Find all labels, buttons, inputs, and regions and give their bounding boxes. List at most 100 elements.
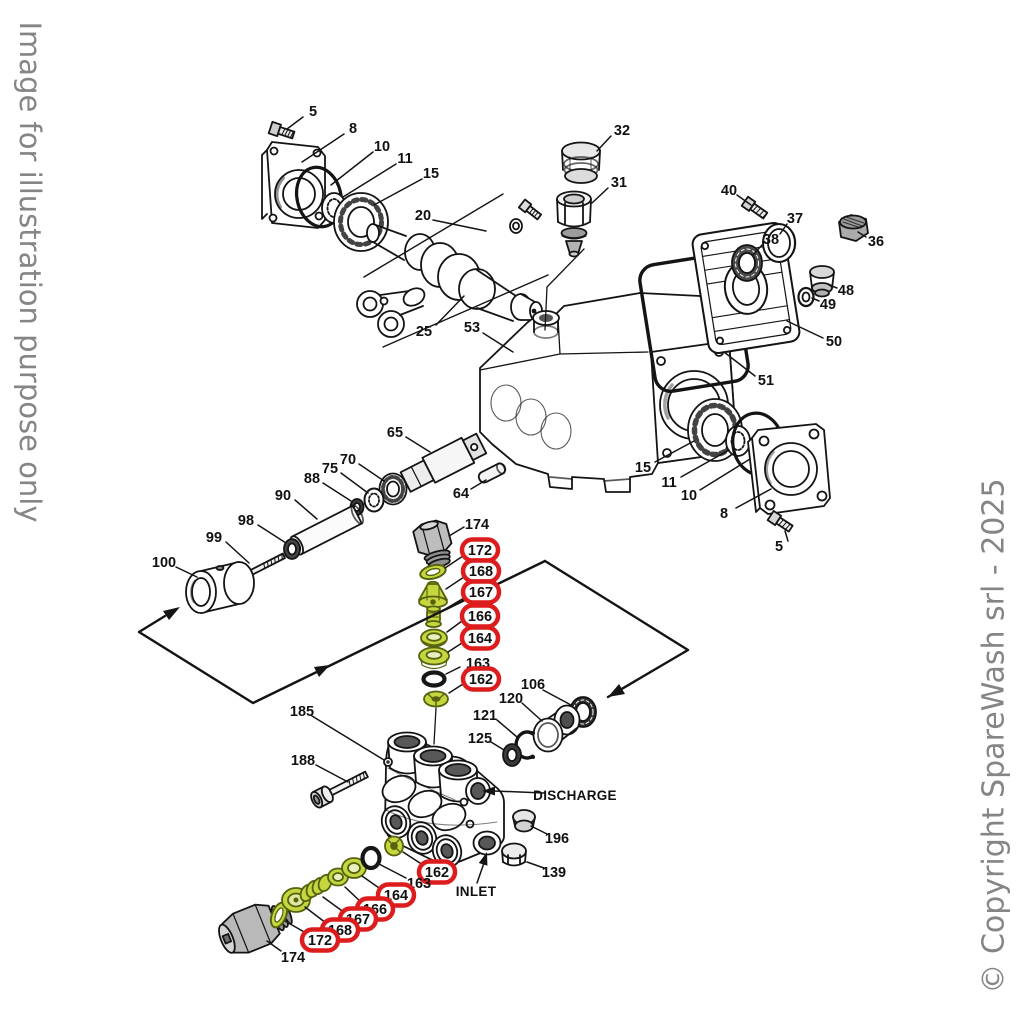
- leader-line: [723, 351, 756, 377]
- callout-172: 172: [459, 537, 501, 563]
- leader-line: [786, 320, 824, 339]
- race-11-right: [725, 425, 751, 457]
- leader-line: [441, 597, 465, 612]
- callout-50: 50: [826, 334, 842, 350]
- callout-75: 75: [322, 461, 338, 477]
- leader-line: [294, 499, 318, 520]
- leader-line: [591, 187, 609, 204]
- leader-line: [857, 231, 867, 238]
- callout-inlet: INLET: [456, 884, 497, 899]
- part-number-text: 188: [291, 753, 315, 769]
- callout-37: 37: [787, 211, 803, 227]
- bolt-5-left: [267, 120, 296, 140]
- part-number-text: 139: [542, 865, 566, 881]
- highlight-oval: [459, 625, 501, 651]
- part-number-text: 125: [468, 731, 492, 747]
- o-ring-163-top: [421, 670, 447, 688]
- leader-line: [526, 861, 545, 869]
- part-number-text: 168: [469, 564, 493, 580]
- leader-line: [373, 178, 423, 206]
- part-number-text: 37: [787, 211, 803, 227]
- leader-line: [432, 219, 487, 232]
- callout-49: 49: [820, 297, 836, 313]
- washer-162-bottom: [384, 835, 404, 857]
- part-number-text: 20: [415, 208, 431, 224]
- leader-line: [284, 920, 307, 934]
- cup-166-top: [420, 628, 448, 648]
- leader-line: [784, 530, 789, 542]
- callout-166: 166: [459, 603, 501, 629]
- part-number-text: 65: [387, 425, 403, 441]
- part-number-text: 50: [826, 334, 842, 350]
- plug-196: [512, 809, 536, 833]
- leader-line: [680, 449, 730, 478]
- callout-174: 174: [465, 517, 489, 533]
- leader-line: [521, 702, 543, 722]
- highlight-oval: [460, 579, 502, 605]
- part-number-text: 31: [611, 175, 627, 191]
- callout-5: 5: [309, 104, 317, 120]
- o-ring-172-top: [419, 563, 447, 581]
- part-number-text: DISCHARGE: [533, 788, 617, 803]
- callout-8: 8: [720, 506, 728, 522]
- part-number-text: 162: [469, 672, 493, 688]
- callout-162: 162: [460, 666, 502, 692]
- part-number-text: 8: [720, 506, 728, 522]
- crankcase: [479, 292, 738, 493]
- callout-162: 162: [416, 859, 458, 885]
- callout-172: 172: [299, 927, 341, 953]
- callout-15: 15: [635, 460, 651, 476]
- washer-98: [283, 538, 301, 560]
- callout-100: 100: [152, 555, 176, 571]
- highlight-oval: [460, 666, 502, 692]
- part-number-text: 75: [322, 461, 338, 477]
- callout-20: 20: [415, 208, 431, 224]
- leader-line: [445, 576, 465, 590]
- part-number-text: 5: [775, 539, 783, 555]
- callout-174: 174: [281, 950, 305, 966]
- part-number-text: 10: [681, 488, 697, 504]
- leader-line: [654, 440, 695, 463]
- bearing-flange-left: [261, 141, 326, 229]
- callout-32: 32: [614, 123, 630, 139]
- part-number-text: 185: [290, 704, 314, 720]
- part-number-text: 164: [468, 631, 492, 647]
- callout-53: 53: [464, 320, 480, 336]
- callout-25: 25: [416, 324, 432, 340]
- washer-49: [797, 286, 815, 308]
- valve-31: [556, 190, 592, 258]
- part-number-text: 121: [473, 708, 497, 724]
- leader-line: [175, 566, 198, 578]
- leader-line: [446, 620, 463, 633]
- leader-line: [493, 790, 545, 794]
- callout-139: 139: [542, 865, 566, 881]
- leader-line: [301, 133, 345, 163]
- part-number-text: 11: [397, 151, 412, 167]
- part-number-text: 88: [304, 471, 320, 487]
- callout-90: 90: [275, 488, 291, 504]
- crankshaft: [366, 223, 543, 322]
- bolt-5-right: [766, 510, 794, 533]
- part-number-text: 40: [721, 183, 737, 199]
- leader-line: [444, 555, 464, 569]
- part-number-text: 10: [374, 139, 390, 155]
- cap-139: [501, 842, 527, 867]
- leader-line: [752, 244, 763, 256]
- spring-167-bottom: [299, 873, 333, 903]
- highlight-oval: [299, 927, 341, 953]
- callout-99: 99: [206, 530, 222, 546]
- leader-line: [358, 463, 385, 482]
- callout-88: 88: [304, 471, 320, 487]
- manifold-185: [380, 731, 505, 868]
- diagram-artwork: [137, 116, 869, 954]
- callout-70: 70: [340, 452, 356, 468]
- callout-106: 106: [521, 677, 545, 693]
- leader-line: [330, 151, 374, 186]
- callout-185: 185: [290, 704, 314, 720]
- callout-125: 125: [468, 731, 492, 747]
- leader-line: [735, 488, 772, 509]
- part-number-text: 32: [614, 123, 630, 139]
- leader-line: [402, 851, 424, 866]
